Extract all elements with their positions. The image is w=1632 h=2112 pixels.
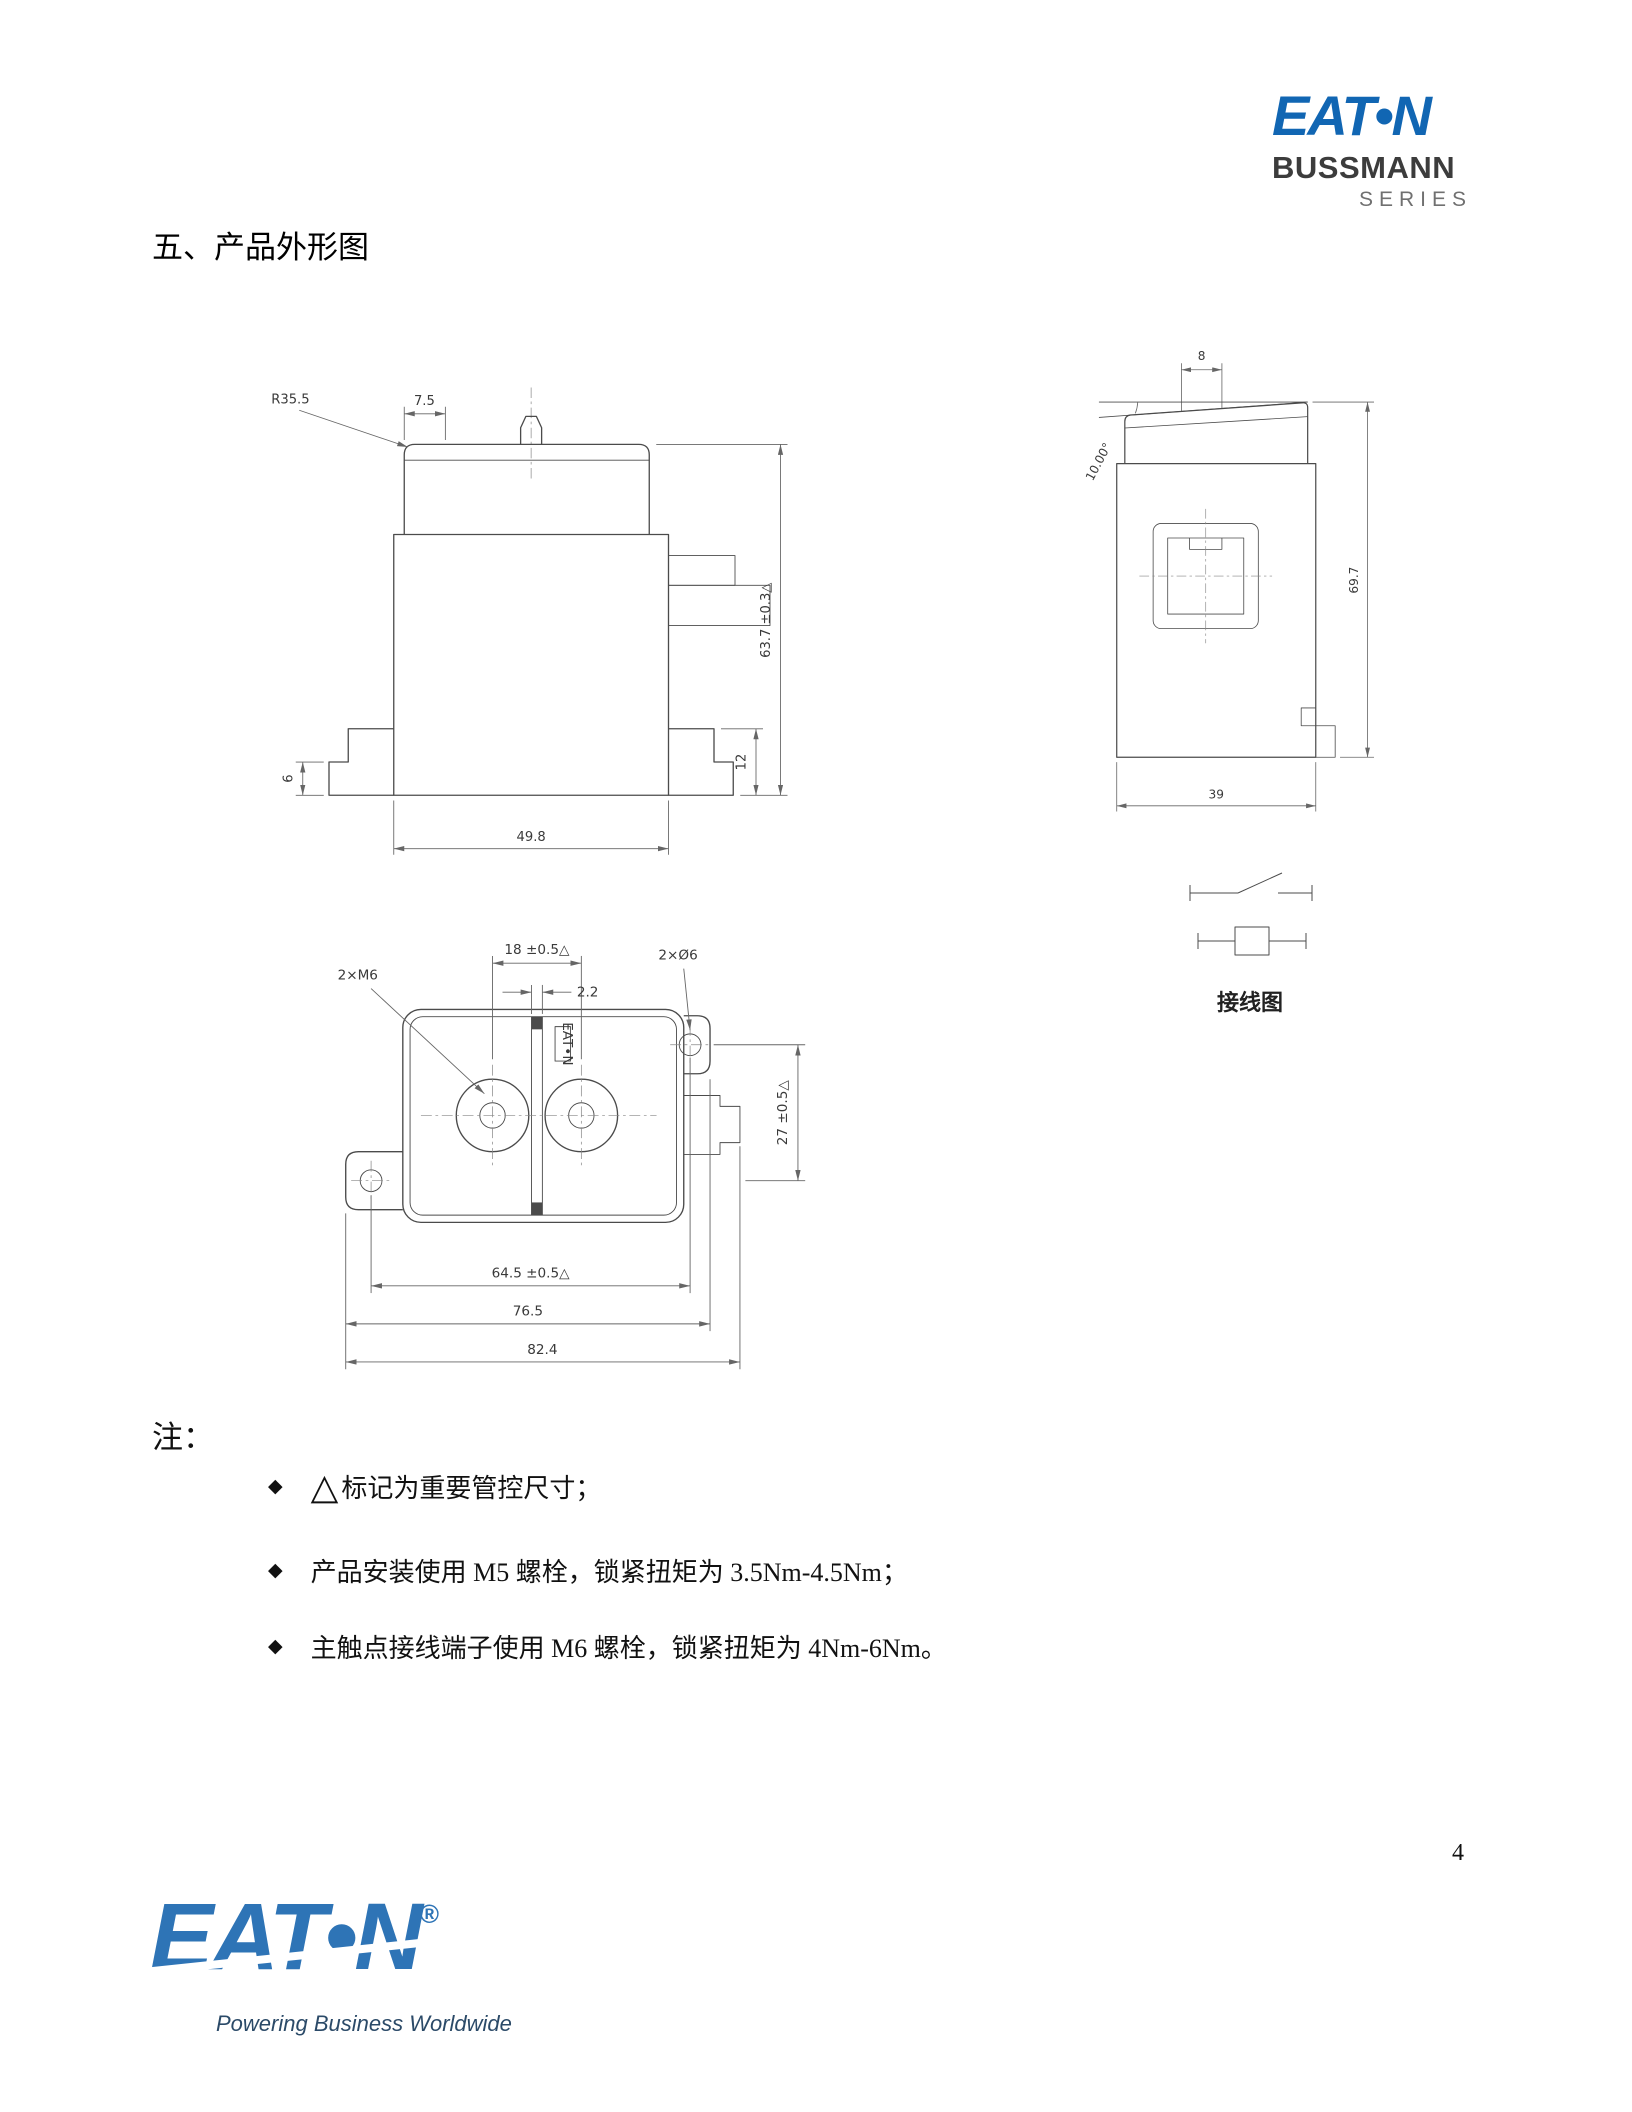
- note-text-2: 产品安装使用 M5 螺栓，锁紧扭矩为 3.5Nm-4.5Nm；: [310, 1558, 908, 1587]
- side-view-dimensions: 8 10.00° 69.7 39: [1083, 349, 1375, 812]
- registered-mark: ®: [419, 1899, 439, 1929]
- dim-bolts-label: 2×M6: [338, 968, 378, 984]
- dim-width-label: 39: [1209, 788, 1224, 802]
- top-view-part: EAT•N: [345, 1008, 741, 1224]
- dim-width-label: 49.8: [517, 830, 546, 845]
- header-brand-block: EAT•N BUSSMANN SERIES: [1272, 88, 1472, 212]
- note-text-1: 标记为重要管控尺寸；: [341, 1474, 602, 1503]
- notes-heading: 注：: [152, 1420, 214, 1455]
- page-number: 4: [1452, 1840, 1464, 1866]
- dim-foot-label: 6: [281, 774, 296, 782]
- wiring-diagram: [1189, 872, 1313, 956]
- eaton-footer-logo: EAT•N®: [134, 1890, 534, 1985]
- part-logo-mark: EAT•N: [559, 1022, 575, 1065]
- diamond-bullet-icon: ◆: [268, 1560, 283, 1581]
- note-item-1: ◆ △ 标记为重要管控尺寸；: [268, 1468, 601, 1505]
- note-item-2: ◆ 产品安装使用 M5 螺栓，锁紧扭矩为 3.5Nm-4.5Nm；: [268, 1552, 908, 1589]
- footer-tagline: Powering Business Worldwide: [216, 2011, 512, 2036]
- dim-depth-label: 27 ±0.5△: [775, 1080, 791, 1146]
- relay-contact-symbol: [1189, 872, 1313, 901]
- footer-brand-block: EAT•N® Powering Business Worldwide: [134, 1890, 534, 2037]
- dim-radius-label: R35.5: [271, 392, 309, 407]
- dim-holes-label: 2×Ø6: [658, 948, 697, 964]
- dim-overall-label: 82.4: [527, 1342, 557, 1358]
- dim-top-label: 8: [1198, 349, 1206, 363]
- dim-height-label: 69.7: [1347, 567, 1361, 594]
- footer-logo-text: EAT•N: [150, 1884, 423, 1990]
- diamond-bullet-icon: ◆: [268, 1476, 283, 1497]
- bussmann-wordmark: BUSSMANN: [1272, 150, 1456, 185]
- eaton-logo: EAT•N: [1272, 84, 1432, 147]
- front-view-part: [328, 387, 771, 796]
- dim-pitch-label: 18 ±0.5△: [504, 942, 570, 958]
- side-view-part: [1116, 402, 1336, 758]
- relay-coil-symbol: [1197, 926, 1307, 956]
- section-title: 五、产品外形图: [152, 230, 369, 265]
- note-text-3: 主触点接线端子使用 M6 螺栓，锁紧扭矩为 4Nm-6Nm。: [310, 1634, 947, 1663]
- dim-body-label: 76.5: [513, 1304, 543, 1320]
- dim-angle-label: 10.00°: [1083, 440, 1115, 483]
- series-wordmark: SERIES: [1358, 188, 1472, 211]
- top-view-drawing: EAT•N 18 ±0.5△ 2.2 2×M6 2×Ø6 27 ±0.5△ 64…: [338, 942, 806, 1370]
- front-view-dimensions: R35.5 7.5 63.7 ±0.3△ 12 6 49.8: [271, 392, 788, 855]
- note-item-3: ◆ 主触点接线端子使用 M6 螺栓，锁紧扭矩为 4Nm-6Nm。: [268, 1628, 947, 1665]
- diamond-bullet-icon: ◆: [268, 1636, 283, 1657]
- wiring-diagram-label: 接线图: [1216, 990, 1283, 1015]
- dim-top-offset-label: 7.5: [414, 394, 435, 409]
- top-view-dimensions: 18 ±0.5△ 2.2 2×M6 2×Ø6 27 ±0.5△ 64.5 ±0.…: [338, 942, 806, 1370]
- dim-bar-label: 2.2: [577, 985, 599, 1001]
- side-view-drawing: 8 10.00° 69.7 39: [1083, 349, 1375, 812]
- dim-height-label: 63.7 ±0.3△: [759, 582, 774, 658]
- dim-hole-span-label: 64.5 ±0.5△: [492, 1266, 571, 1282]
- triangle-symbol: △: [310, 1466, 339, 1507]
- front-view-drawing: R35.5 7.5 63.7 ±0.3△ 12 6 49.8: [271, 387, 788, 855]
- dim-flange-label: 12: [735, 754, 750, 771]
